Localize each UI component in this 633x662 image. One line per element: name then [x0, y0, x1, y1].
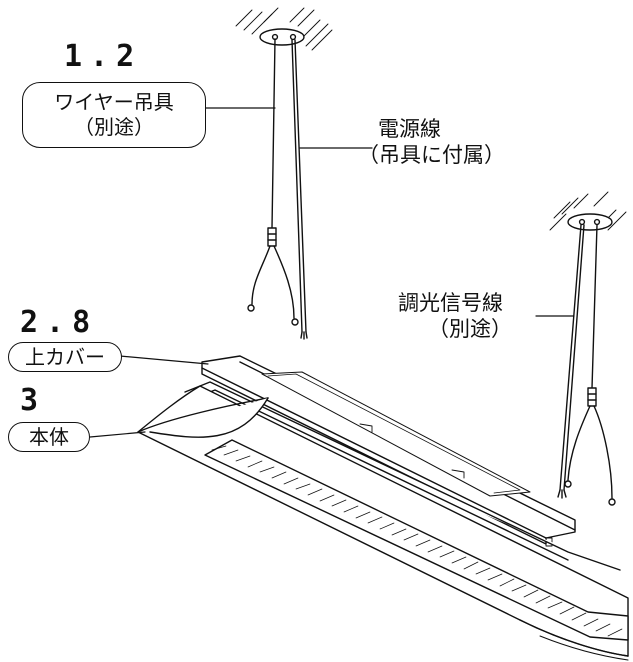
- wire-hanger-part-number: 1.2: [64, 39, 143, 74]
- wire-hanger-note: （別途）: [74, 115, 154, 139]
- main-body-callout: 本体: [8, 422, 90, 452]
- main-body-part-number: 3: [20, 383, 47, 418]
- top-cover-part-number: 2.8: [20, 305, 99, 340]
- main-body-drawing: [137, 381, 629, 661]
- wire-hanger-callout: ワイヤー吊具 （別途）: [22, 82, 206, 148]
- power-cord-note: （吊具に付属）: [358, 143, 505, 168]
- ceiling-mount-left: [232, 7, 333, 340]
- top-cover-label: 上カバー: [25, 344, 105, 369]
- ceiling-mount-right: [549, 191, 627, 506]
- dimming-wire-callout: 調光信号線 （別途）: [398, 290, 512, 343]
- power-cord-label: 電源線: [378, 117, 441, 141]
- dimming-wire-label: 調光信号線: [398, 291, 503, 315]
- main-body-label: 本体: [29, 424, 69, 449]
- power-cord-callout: 電源線 （吊具に付属）: [358, 116, 505, 169]
- leader-lines: [89, 107, 575, 438]
- dimming-wire-note: （別途）: [428, 317, 512, 342]
- top-cover-callout: 上カバー: [8, 342, 122, 372]
- louver-band: [204, 439, 629, 641]
- wire-hanger-label: ワイヤー吊具: [54, 90, 174, 114]
